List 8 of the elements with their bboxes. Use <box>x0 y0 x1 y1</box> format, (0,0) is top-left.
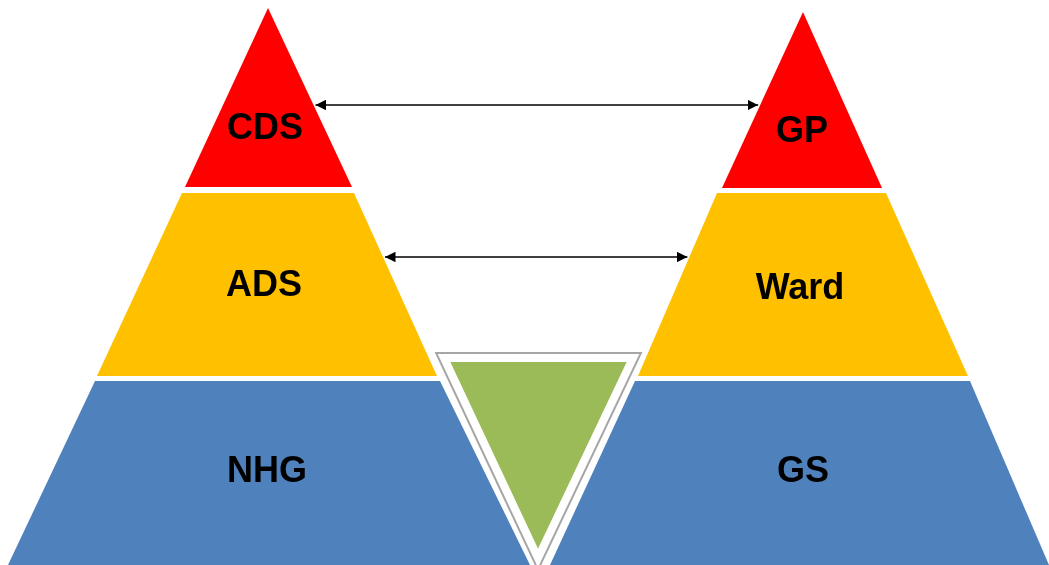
double-arrow <box>314 99 759 111</box>
layer-label: GP <box>776 112 828 148</box>
layer-label: Ward <box>755 269 845 305</box>
layer-label: ADS <box>226 266 302 302</box>
layer-label: NHG <box>227 452 307 488</box>
layer-label: GS <box>777 452 829 488</box>
double-arrow <box>384 251 689 263</box>
layer-label: CDS <box>227 109 303 145</box>
